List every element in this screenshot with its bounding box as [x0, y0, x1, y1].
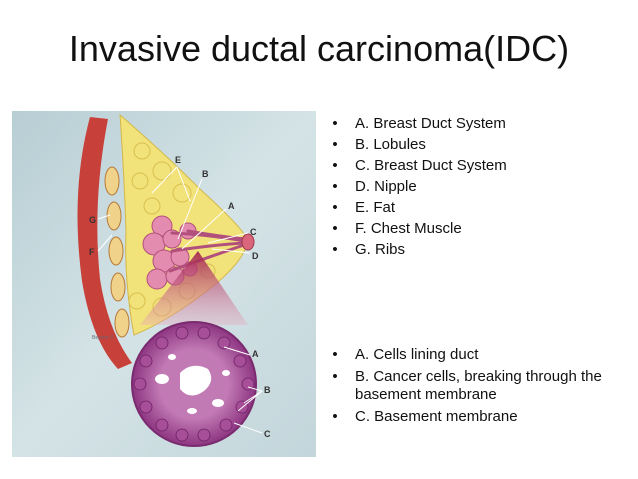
label-g: G — [89, 215, 96, 225]
chest-muscle — [77, 117, 132, 369]
cross-section-list: •A. Cells lining duct •B. Cancer cells, … — [330, 346, 630, 430]
label-a: A — [228, 201, 235, 211]
bullet: • — [332, 368, 338, 385]
bullet: • — [332, 346, 338, 363]
label-b: B — [202, 169, 209, 179]
bullet: • — [332, 136, 338, 153]
bullet: • — [332, 115, 338, 132]
breast-anatomy-figure: E B A C D G F A B C Beyvon © — [12, 111, 316, 457]
lobules — [142, 215, 198, 290]
duct-label-b: B — [264, 385, 271, 395]
nipple — [241, 233, 255, 251]
bullet: • — [332, 408, 338, 425]
breast-ducts — [168, 229, 246, 273]
list-item: •E. Fat — [330, 197, 630, 218]
list-item: •C. Basement membrane — [330, 408, 630, 426]
label-e: E — [175, 155, 181, 165]
list-item: •B. Cancer cells, breaking through the b… — [330, 368, 630, 404]
list-item: •A. Cells lining duct — [330, 346, 630, 364]
bullet: • — [332, 157, 338, 174]
slide-title: Invasive ductal carcinoma(IDC) — [68, 28, 570, 69]
label-f: F — [89, 247, 95, 257]
list-item: •F. Chest Muscle — [330, 218, 630, 239]
duct-lumen — [155, 354, 230, 414]
list-item: •A. Breast Duct System — [330, 113, 630, 134]
label-d: D — [252, 251, 259, 261]
ribs — [104, 166, 130, 338]
bullet: • — [332, 241, 338, 258]
leader-lines — [97, 166, 263, 434]
list-item: •C. Breast Duct System — [330, 155, 630, 176]
list-item: •G. Ribs — [330, 239, 630, 260]
list-item: •D. Nipple — [330, 176, 630, 197]
duct-label-c: C — [264, 429, 271, 439]
figure-credit: Beyvon © — [92, 334, 114, 341]
bullet: • — [332, 178, 338, 195]
label-c: C — [250, 227, 257, 237]
bullet: • — [332, 220, 338, 237]
list-item: •B. Lobules — [330, 134, 630, 155]
anatomy-list: •A. Breast Duct System •B. Lobules •C. B… — [330, 113, 630, 260]
duct-label-a: A — [252, 349, 259, 359]
duct-cells — [133, 326, 255, 442]
bullet: • — [332, 199, 338, 216]
magnification-wedge — [140, 251, 248, 325]
